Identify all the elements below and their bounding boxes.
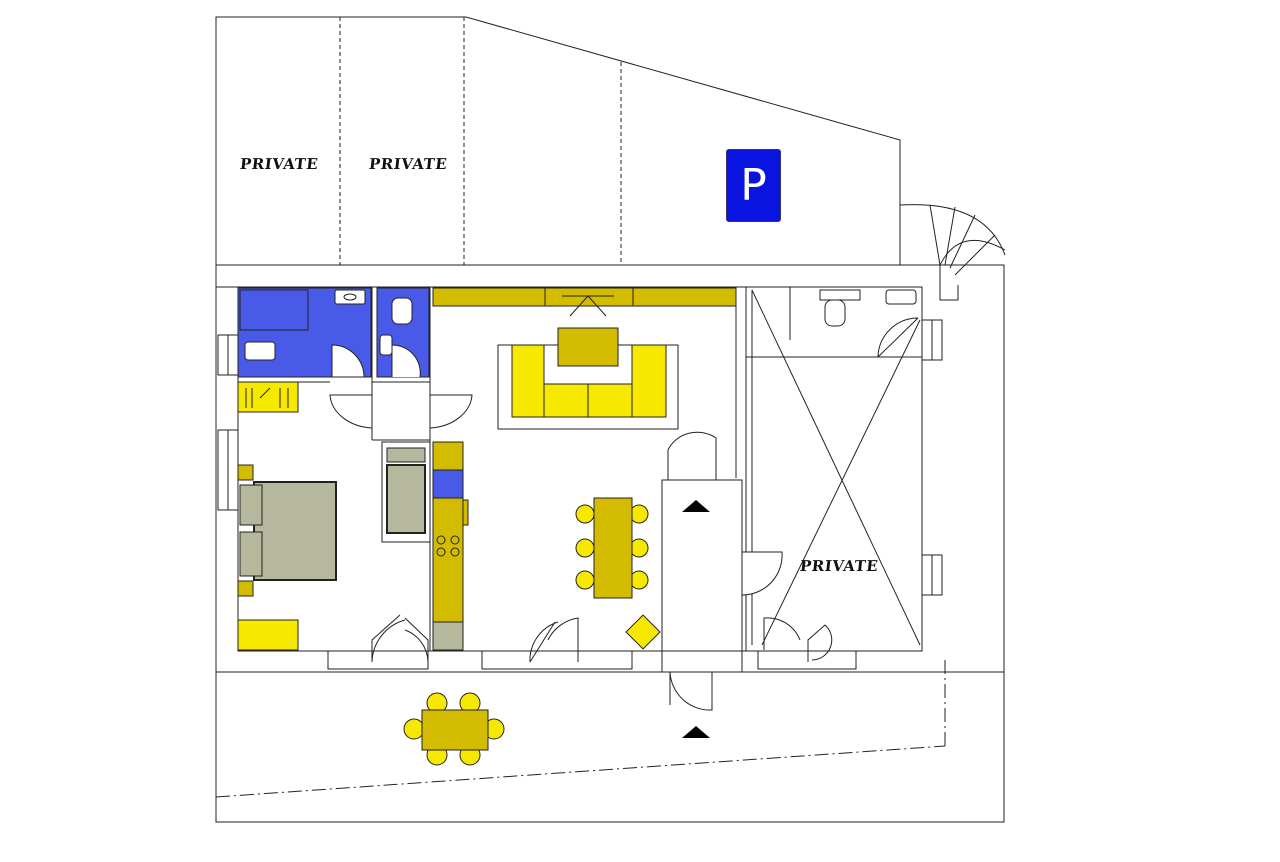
- entry-arrow-icon: [682, 500, 710, 512]
- double-bed: [253, 481, 337, 581]
- terrace-table: [421, 709, 489, 751]
- bench: [237, 619, 299, 651]
- parking-sign-icon: P: [726, 149, 781, 222]
- kitchen-sink: [432, 469, 464, 499]
- entry-arrow-icon: [682, 726, 710, 738]
- single-bed: [386, 464, 426, 534]
- coffee-table: [557, 327, 619, 367]
- private-room-label: PRIVATE: [799, 557, 880, 575]
- wardrobe: [237, 381, 299, 413]
- side-table: [625, 614, 661, 650]
- terrace-edge-dashed: [215, 745, 946, 798]
- spiral-stair: [899, 204, 1006, 301]
- private-parking-label-1: PRIVATE: [239, 155, 320, 173]
- wall-cabinet: [432, 287, 737, 307]
- sofa: [511, 344, 545, 418]
- private-parking-label-2: PRIVATE: [368, 155, 449, 173]
- kitchen-counter: [432, 441, 464, 623]
- dining-table: [593, 497, 633, 599]
